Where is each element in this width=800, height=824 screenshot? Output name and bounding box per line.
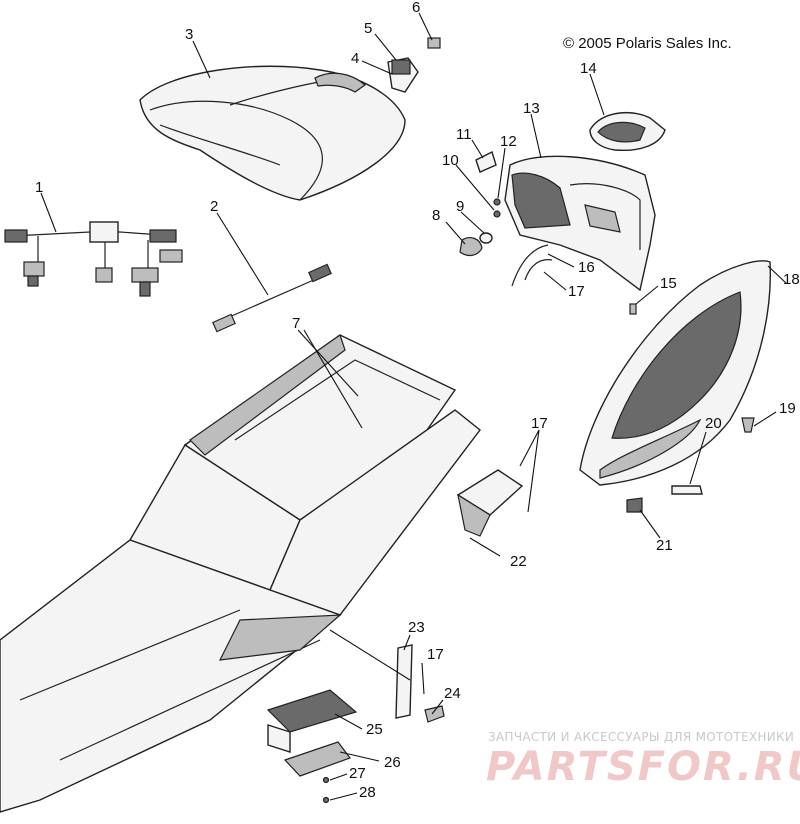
small-hardware-part (459, 151, 501, 257)
callout-25: 25 (366, 721, 383, 738)
callout-22: 22 (510, 553, 527, 570)
callout-17c: 17 (427, 646, 444, 663)
callout-17a: 17 (568, 283, 585, 300)
callout-6: 6 (412, 0, 420, 16)
switch-assembly-part (387, 37, 441, 93)
watermark: ЗАПЧАСТИ И АКСЕССУАРЫ ДЛЯ МОТОТЕХНИКИ PA… (486, 730, 800, 790)
callout-28: 28 (359, 784, 376, 801)
callout-1: 1 (35, 179, 43, 196)
callout-17b: 17 (531, 415, 548, 432)
copyright-text: © 2005 Polaris Sales Inc. (563, 35, 732, 52)
bracket-rods-part (511, 244, 637, 315)
storage-box-part (504, 155, 656, 292)
callout-12: 12 (500, 133, 517, 150)
callout-21: 21 (656, 537, 673, 554)
callout-20: 20 (705, 415, 722, 432)
callout-16: 16 (578, 259, 595, 276)
cable-part (212, 263, 332, 333)
callout-24: 24 (444, 685, 461, 702)
fasteners-part (626, 417, 755, 513)
mounting-bracket-part (456, 469, 524, 537)
callout-8: 8 (432, 207, 440, 224)
callout-3: 3 (185, 26, 193, 43)
watermark-logo: PARTSFOR.RU (486, 744, 800, 790)
callout-18: 18 (783, 271, 800, 288)
callout-14: 14 (580, 60, 597, 77)
leader-lines (40, 12, 787, 801)
callout-15: 15 (660, 275, 677, 292)
callout-11: 11 (456, 126, 472, 143)
callout-7: 7 (292, 315, 300, 332)
tail-light-part (589, 111, 666, 152)
callout-23: 23 (408, 619, 425, 636)
callout-labels: 1 2 3 4 5 6 7 8 9 10 11 12 13 14 15 16 1… (35, 0, 800, 801)
callout-2: 2 (210, 198, 218, 215)
callout-5: 5 (364, 20, 372, 37)
callout-13: 13 (523, 100, 540, 117)
chassis-tunnel-part (0, 334, 481, 813)
callout-4: 4 (351, 50, 359, 67)
callout-26: 26 (384, 754, 401, 771)
callout-10: 10 (442, 152, 459, 169)
step-assembly-part (266, 644, 445, 804)
callout-9: 9 (456, 198, 464, 215)
side-panel-part (579, 260, 771, 486)
wire-harness-part (4, 221, 183, 297)
callout-27: 27 (349, 765, 366, 782)
callout-19: 19 (779, 400, 796, 417)
watermark-caption: ЗАПЧАСТИ И АКСЕССУАРЫ ДЛЯ МОТОТЕХНИКИ (488, 730, 794, 744)
seat-cover-part (139, 65, 406, 201)
